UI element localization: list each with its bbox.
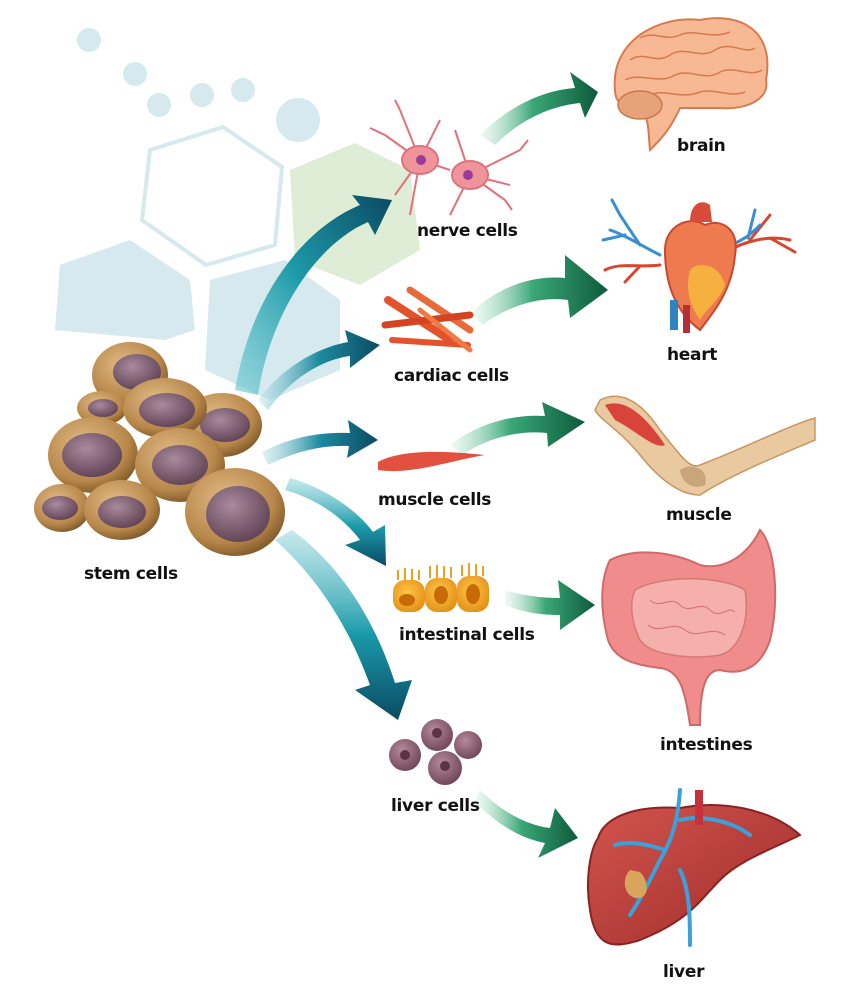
label-liver-cells: liver cells xyxy=(391,796,480,816)
arrow-to-muscle-cells xyxy=(262,420,378,465)
bubble xyxy=(231,78,255,102)
arrow-to-nerve-cells xyxy=(235,195,392,395)
bubble xyxy=(190,83,214,107)
intestinal-cells-illustration xyxy=(393,563,489,612)
stem-arrows xyxy=(235,195,412,720)
arrow-to-intestines xyxy=(505,580,595,630)
bubble xyxy=(276,98,320,142)
label-intestinal-cells: intestinal cells xyxy=(399,625,535,645)
muscle-arm-illustration xyxy=(594,395,816,496)
arrow-to-cardiac-cells xyxy=(258,330,380,410)
label-stem-cells: stem cells xyxy=(84,564,178,584)
arrow-to-muscle xyxy=(450,402,585,455)
label-brain: brain xyxy=(677,136,726,156)
label-liver: liver xyxy=(663,962,705,982)
arrow-to-brain xyxy=(480,72,598,145)
label-muscle: muscle xyxy=(666,505,732,525)
heart-illustration xyxy=(601,198,797,333)
label-nerve-cells: nerve cells xyxy=(417,221,518,241)
arrow-to-intestinal-cells xyxy=(285,478,386,566)
liver-cells-illustration xyxy=(389,719,482,785)
hexagon-outline xyxy=(139,124,285,268)
arrow-to-liver-cells xyxy=(275,530,412,720)
cardiac-cells-illustration xyxy=(381,286,474,353)
brain-illustration xyxy=(613,17,769,153)
intestines-illustration xyxy=(601,528,777,726)
label-cardiac-cells: cardiac cells xyxy=(394,366,509,386)
label-muscle-cells: muscle cells xyxy=(378,490,492,510)
bubble xyxy=(147,93,171,117)
label-heart: heart xyxy=(667,345,718,365)
stem-cells-illustration xyxy=(34,342,285,556)
bubble xyxy=(77,28,101,52)
nerve-cells-illustration xyxy=(369,99,529,216)
hexagon-blue xyxy=(55,240,195,340)
arrow-to-heart xyxy=(472,255,608,325)
liver-illustration xyxy=(587,788,802,947)
organ-arrows xyxy=(450,72,608,858)
arrow-to-liver xyxy=(475,790,578,858)
bubble xyxy=(123,62,147,86)
muscle-cell-illustration xyxy=(378,451,485,472)
label-intestines: intestines xyxy=(660,735,753,755)
